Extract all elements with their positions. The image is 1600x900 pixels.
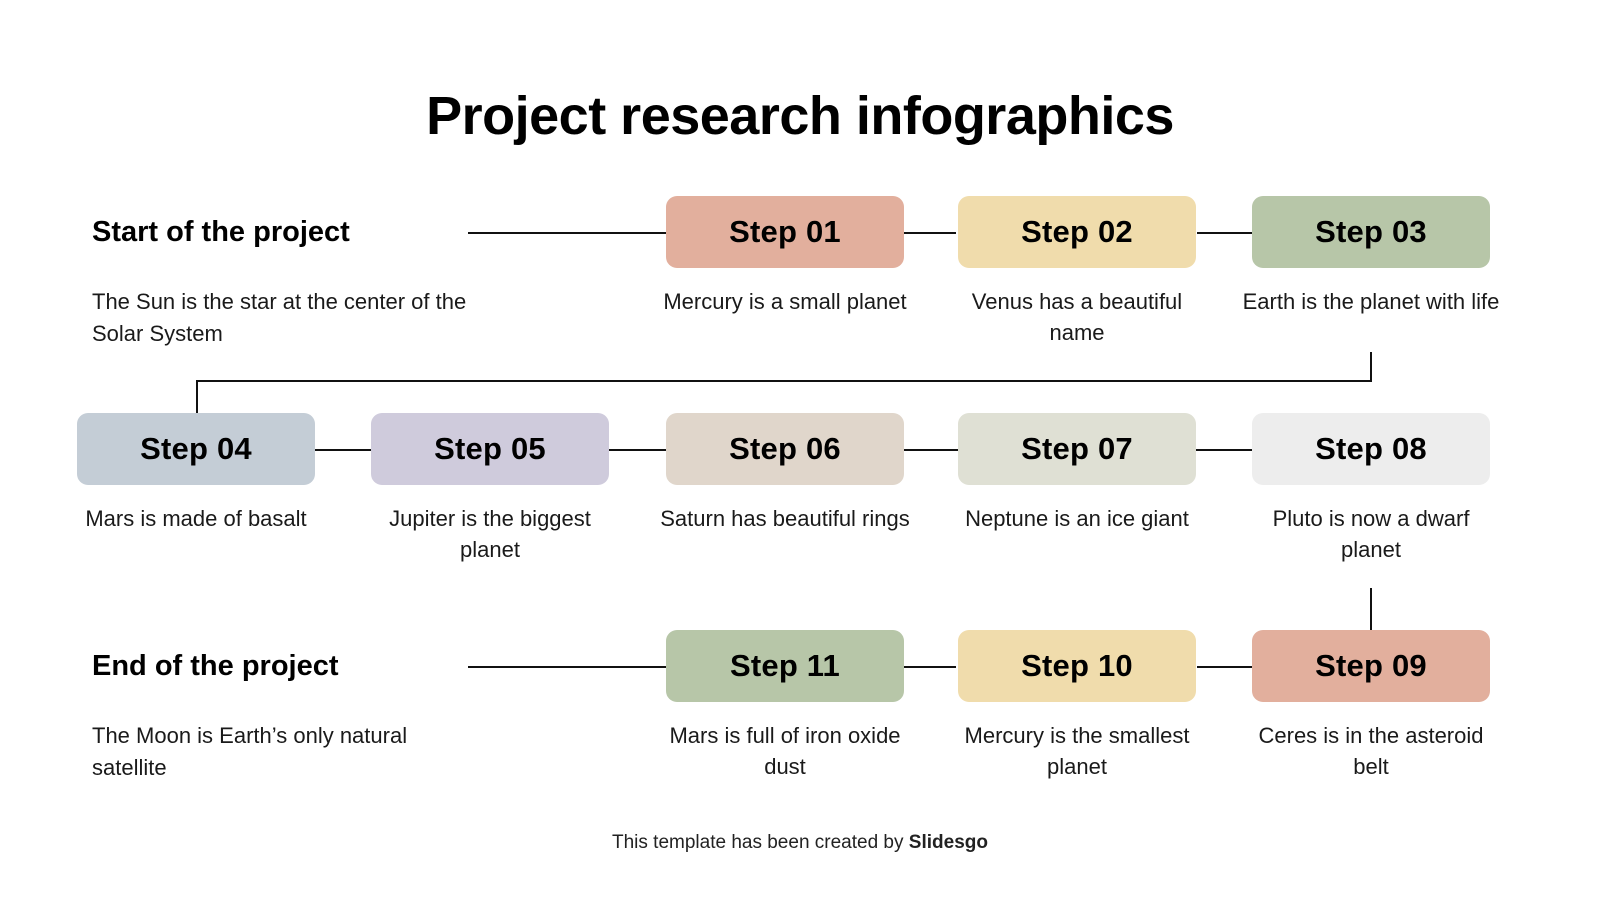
connector-step01-to-step02 <box>904 232 956 234</box>
step-label: Step 02 <box>1021 214 1133 249</box>
connector-step05-to-step06 <box>609 449 666 451</box>
connector-down-to-step04 <box>196 380 198 413</box>
connector-step04-to-step05 <box>315 449 371 451</box>
step-box-step-03[interactable]: Step 03 <box>1252 196 1490 268</box>
step-caption-step-03: Earth is the planet with life <box>1242 289 1500 314</box>
step-caption-step-08: Pluto is now a dwarf planet <box>1272 506 1470 562</box>
step-box-step-02[interactable]: Step 02 <box>958 196 1196 268</box>
step-caption-step-04: Mars is made of basalt <box>85 506 307 531</box>
connector-step02-to-step03 <box>1197 232 1252 234</box>
step-label: Step 04 <box>140 431 252 466</box>
step-label: Step 10 <box>1021 648 1133 683</box>
footer-credit: This template has been created by Slides… <box>0 832 1600 854</box>
connector-start-to-step01 <box>468 232 666 234</box>
step-label: Step 01 <box>729 214 841 249</box>
start-of-project-heading: Start of the project <box>92 216 350 248</box>
step-caption-step-11: Mars is full of iron oxide dust <box>669 723 901 779</box>
step-label: Step 05 <box>434 431 546 466</box>
step-caption-step-02: Venus has a beautiful name <box>971 289 1183 345</box>
connector-step03-down <box>1370 352 1372 380</box>
step-label: Step 11 <box>730 648 840 683</box>
start-of-project-description: The Sun is the star at the center of the… <box>92 289 467 346</box>
step-caption-step-07: Neptune is an ice giant <box>965 506 1189 531</box>
step-box-step-05[interactable]: Step 05 <box>371 413 609 485</box>
connector-row1-to-row2 <box>196 380 1372 382</box>
step-caption-step-09: Ceres is in the asteroid belt <box>1258 723 1484 779</box>
connector-step10-to-step09 <box>1197 666 1252 668</box>
page-title: Project research infographics <box>426 86 1174 146</box>
step-box-step-11[interactable]: Step 11 <box>666 630 904 702</box>
step-caption-step-06: Saturn has beautiful rings <box>660 506 910 531</box>
step-label: Step 06 <box>729 431 841 466</box>
connector-step06-to-step07 <box>904 449 958 451</box>
connector-step07-to-step08 <box>1196 449 1252 451</box>
step-box-step-06[interactable]: Step 06 <box>666 413 904 485</box>
footer-prefix: This template has been created by <box>612 832 909 853</box>
step-box-step-08[interactable]: Step 08 <box>1252 413 1490 485</box>
step-box-step-09[interactable]: Step 09 <box>1252 630 1490 702</box>
step-label: Step 07 <box>1021 431 1133 466</box>
connector-step11-to-step10 <box>904 666 956 668</box>
step-box-step-04[interactable]: Step 04 <box>77 413 315 485</box>
step-box-step-01[interactable]: Step 01 <box>666 196 904 268</box>
step-label: Step 09 <box>1315 648 1427 683</box>
end-of-project-description: The Moon is Earth’s only natural satelli… <box>92 723 408 780</box>
end-of-project-heading: End of the project <box>92 650 339 682</box>
step-label: Step 03 <box>1315 214 1427 249</box>
connector-step08-to-step09 <box>1370 588 1372 630</box>
step-caption-step-01: Mercury is a small planet <box>663 289 907 314</box>
footer-brand: Slidesgo <box>908 832 988 853</box>
connector-end-to-step11 <box>468 666 666 668</box>
step-caption-step-05: Jupiter is the biggest planet <box>389 506 591 562</box>
step-box-step-07[interactable]: Step 07 <box>958 413 1196 485</box>
step-caption-step-10: Mercury is the smallest planet <box>964 723 1190 779</box>
step-label: Step 08 <box>1315 431 1427 466</box>
step-box-step-10[interactable]: Step 10 <box>958 630 1196 702</box>
